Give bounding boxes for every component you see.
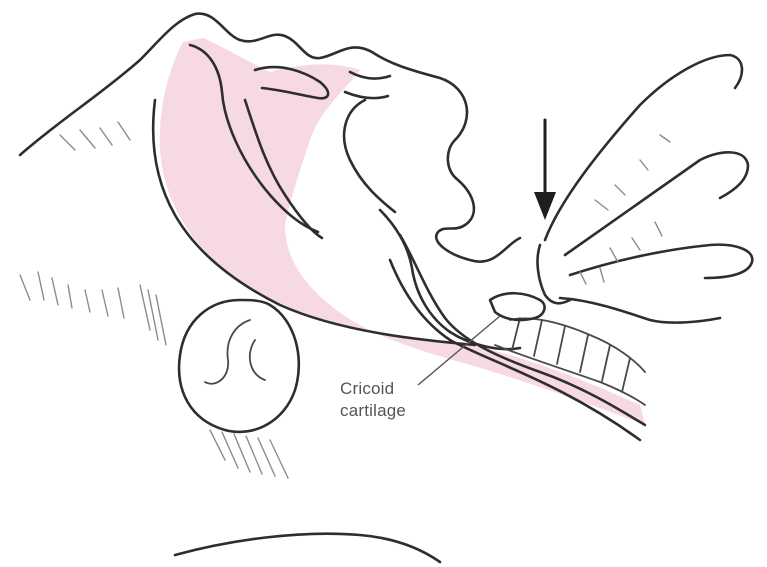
hand-outline — [538, 55, 753, 323]
cricoid-cartilage — [490, 293, 545, 320]
cricoid-cartilage-label: Cricoid cartilage — [340, 378, 406, 422]
pharynx-channel — [380, 210, 520, 349]
finger-shading — [580, 135, 670, 284]
label-line-1: Cricoid — [340, 378, 406, 400]
down-arrow-icon — [534, 120, 556, 220]
label-line-2: cartilage — [340, 400, 406, 422]
ear-outline — [179, 300, 299, 432]
airway-region — [160, 38, 645, 425]
mouth-outline — [344, 100, 395, 212]
ear-inner — [205, 320, 265, 384]
shoulder-curve — [175, 534, 440, 562]
